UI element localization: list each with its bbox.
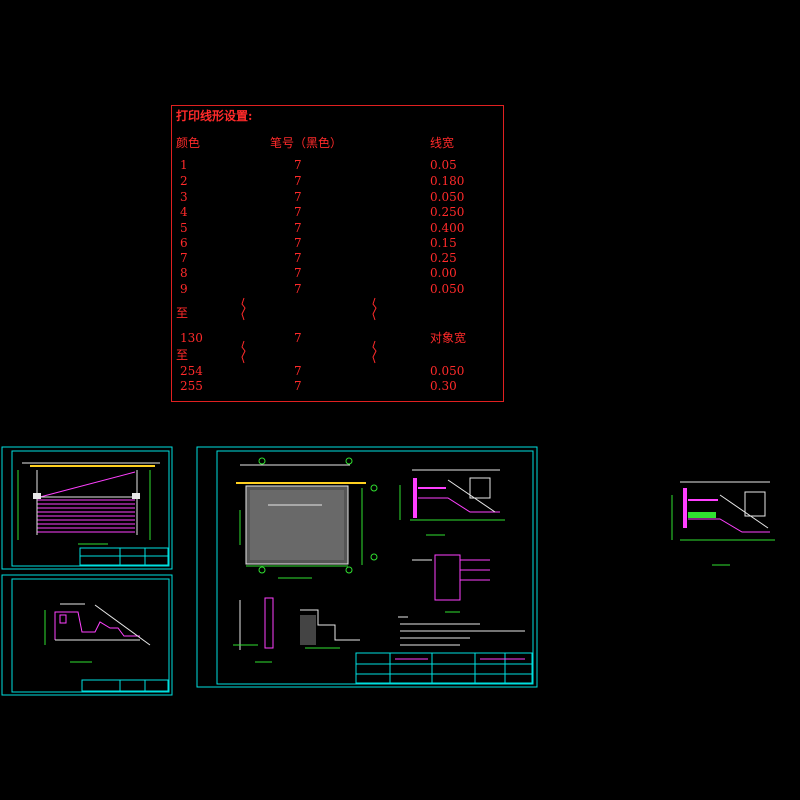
legend-row-width: 0.180 [430, 174, 465, 188]
legend-row-pen: 7 [294, 190, 302, 204]
legend-row-pen: 7 [294, 236, 302, 250]
legend-row-width: 0.050 [430, 282, 465, 296]
legend-row-color: 8 [180, 266, 188, 280]
sheet-inner-frame [11, 578, 170, 693]
break-mark [372, 340, 377, 364]
legend-row-color: 9 [180, 282, 188, 296]
legend-header-color: 颜色 [176, 136, 201, 150]
legend-break-marks [241, 297, 377, 364]
legend-row-255-width: 0.30 [430, 379, 457, 393]
legend-row-130-width: 对象宽 [430, 331, 467, 345]
section-2-2 [412, 554, 490, 613]
sheet-outer-frame [1, 574, 173, 696]
step-detail [300, 609, 360, 649]
legend-row-width: 0.400 [430, 221, 465, 235]
legend-row-color: 4 [180, 205, 188, 219]
section-profile [54, 611, 140, 640]
section-profile [688, 518, 770, 533]
axis-bubble [370, 553, 378, 561]
wall-block [59, 614, 67, 624]
column-marker [33, 493, 41, 499]
legend-row-254-width: 0.050 [430, 364, 465, 378]
sheet-top-left [1, 446, 173, 570]
main-title-block [355, 652, 533, 684]
legend-header-pen: 笔号（黑色） [270, 136, 343, 150]
legend-row-color: 6 [180, 236, 188, 250]
column-detail [233, 597, 274, 663]
slope-line [719, 494, 769, 529]
hatch-stripes [37, 499, 135, 533]
axis-bubble [345, 457, 353, 465]
title-block [81, 679, 169, 692]
legend-row-254-color: 254 [180, 364, 203, 378]
legend-row-width: 0.15 [430, 236, 457, 250]
detail-box [744, 491, 766, 517]
notes-block [398, 616, 525, 646]
step-profile [300, 609, 360, 641]
wall-detail [434, 554, 461, 601]
wall-section [683, 488, 687, 528]
column-section [264, 597, 274, 649]
legend-row-color: 1 [180, 158, 188, 172]
hatch-area [300, 615, 316, 645]
section-profile [418, 497, 500, 513]
break-mark [241, 340, 246, 364]
legend-row-width: 0.250 [430, 205, 465, 219]
legend-row-pen: 7 [294, 174, 302, 188]
water-level-fill [688, 512, 716, 518]
legend-title: 打印线形设置: [176, 109, 253, 123]
legend-row-pen: 7 [294, 221, 302, 235]
legend-row-pen: 7 [294, 251, 302, 265]
sheet-bottom-left [1, 574, 173, 696]
legend-row-width: 0.050 [430, 190, 465, 204]
axis-bubble [258, 457, 266, 465]
sheet-inner-frame [216, 450, 534, 685]
legend-to-label: 至 [176, 306, 189, 320]
legend-row-pen: 7 [294, 282, 302, 296]
legend-row-width: 0.25 [430, 251, 457, 265]
legend-row-255-pen: 7 [294, 379, 302, 393]
break-mark [372, 297, 377, 321]
legend-to-label-2: 至 [176, 348, 189, 362]
section-1-1 [399, 469, 505, 536]
legend-row-130-pen: 7 [294, 331, 302, 345]
sheet-main [196, 446, 538, 688]
legend-row-width: 0.00 [430, 266, 457, 280]
legend-row-pen: 7 [294, 205, 302, 219]
legend-row-color: 3 [180, 190, 188, 204]
column-marker [132, 493, 140, 499]
legend-row-color: 5 [180, 221, 188, 235]
right-section-drawing [671, 481, 775, 566]
sheet-outer-frame [196, 446, 538, 688]
print-settings-legend: 打印线形设置: 颜色 笔号（黑色） 线宽 1 7 0.05 2 7 0.180 3 7 0.05… [171, 105, 504, 402]
legend-row-130-color: 130 [180, 331, 203, 345]
wall-section [413, 478, 417, 518]
sheet-inner-frame [11, 450, 170, 567]
sheet-outer-frame [1, 446, 173, 570]
legend-row-color: 7 [180, 251, 188, 265]
break-mark [241, 297, 246, 321]
pool-plan [236, 457, 378, 579]
legend-row-color: 2 [180, 174, 188, 188]
legend-row-255-color: 255 [180, 379, 203, 393]
speckle-pattern [250, 490, 344, 560]
legend-row-pen: 7 [294, 158, 302, 172]
slope-line [447, 479, 496, 513]
legend-row-254-pen: 7 [294, 364, 302, 378]
slope-line [94, 604, 151, 646]
slope-line [39, 471, 136, 498]
axis-bubble [345, 566, 353, 574]
legend-header-width: 线宽 [430, 136, 455, 150]
detail-box [469, 477, 491, 499]
legend-row-width: 0.05 [430, 158, 457, 172]
axis-bubble [258, 566, 266, 574]
axis-bubble [370, 484, 378, 492]
legend-row-pen: 7 [294, 266, 302, 280]
